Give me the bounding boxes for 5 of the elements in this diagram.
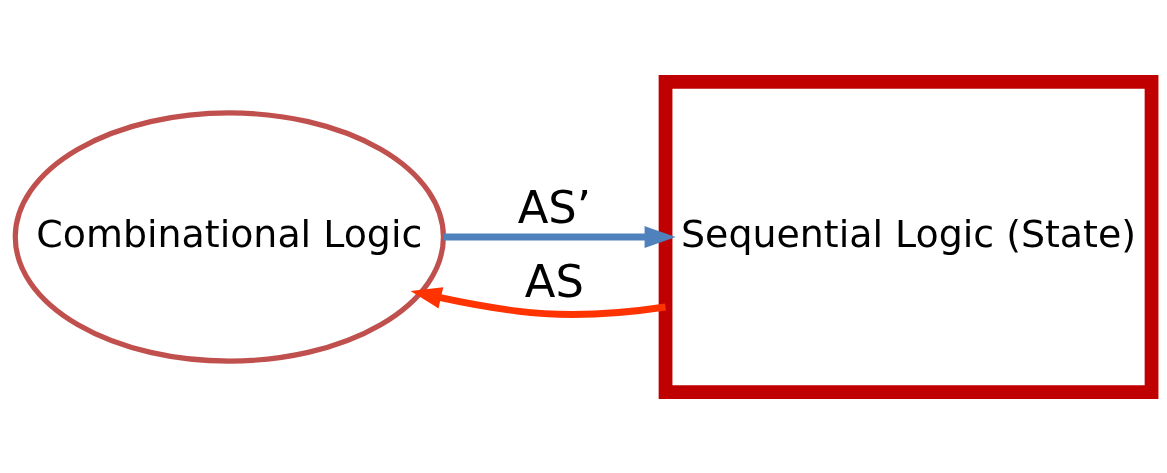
node-box: Sequential Logic (State)	[658, 74, 1159, 399]
arrow	[443, 225, 676, 248]
edge-label: AS’	[517, 180, 592, 234]
arrow	[410, 286, 666, 318]
edge-label: AS	[524, 254, 584, 308]
